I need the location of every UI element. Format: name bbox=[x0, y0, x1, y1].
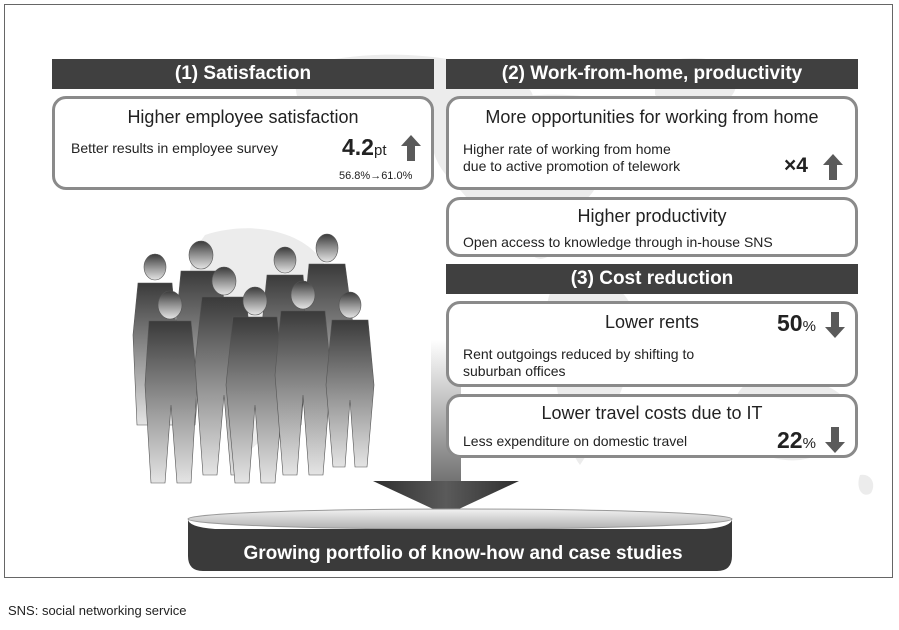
diagram-frame: (1) Satisfaction Higher employee satisfa… bbox=[4, 4, 893, 578]
cost-travel-value: 22% bbox=[777, 427, 816, 454]
cost-header: (3) Cost reduction bbox=[446, 264, 858, 294]
satisfaction-detail: 56.8%→61.0% bbox=[339, 170, 413, 182]
up-arrow-icon bbox=[401, 135, 421, 161]
satisfaction-card-text: Better results in employee survey bbox=[71, 140, 278, 156]
wfh-opportunities-text-2: due to active promotion of telework bbox=[463, 158, 681, 174]
wfh-productivity-title: Higher productivity bbox=[577, 206, 727, 226]
cost-rents-card: Lower rents 50% Rent outgoings reduced b… bbox=[446, 301, 858, 387]
wfh-opportunities-card: More opportunities for working from home… bbox=[446, 96, 858, 190]
down-funnel-arrow-icon bbox=[373, 481, 519, 515]
cost-travel-value-number: 22 bbox=[777, 427, 803, 453]
cost-rents-value-unit: % bbox=[802, 318, 816, 335]
satisfaction-card: Higher employee satisfaction Better resu… bbox=[52, 96, 434, 190]
footer-platform bbox=[188, 519, 732, 571]
wfh-opportunities-value: ×4 bbox=[784, 154, 808, 177]
footer-title-label: Growing portfolio of know-how and case s… bbox=[243, 543, 683, 564]
footer-title: Growing portfolio of know-how and case s… bbox=[193, 534, 733, 574]
cost-rents-value-number: 50 bbox=[777, 310, 803, 336]
wfh-productivity-text: Open access to knowledge through in-hous… bbox=[463, 234, 773, 250]
satisfaction-card-title: Higher employee satisfaction bbox=[127, 107, 359, 127]
cost-header-label: (3) Cost reduction bbox=[570, 268, 734, 289]
footnote: SNS: social networking service bbox=[8, 603, 187, 618]
cost-rents-title: Lower rents bbox=[604, 312, 700, 332]
wfh-header-label: (2) Work-from-home, productivity bbox=[501, 63, 803, 84]
down-arrow-icon bbox=[825, 427, 845, 453]
satisfaction-value: 4.2pt bbox=[342, 134, 387, 161]
satisfaction-header: (1) Satisfaction bbox=[52, 59, 434, 89]
up-arrow-icon bbox=[823, 154, 843, 180]
satisfaction-header-label: (1) Satisfaction bbox=[174, 63, 312, 84]
people-group-illustration bbox=[132, 233, 375, 484]
down-arrow-icon bbox=[825, 312, 845, 338]
cost-travel-card: Lower travel costs due to IT Less expend… bbox=[446, 394, 858, 458]
wfh-productivity-card: Higher productivity Open access to knowl… bbox=[446, 197, 858, 257]
cost-travel-title: Lower travel costs due to IT bbox=[541, 403, 763, 423]
satisfaction-value-number: 4.2 bbox=[342, 134, 374, 160]
cost-rents-value: 50% bbox=[777, 310, 816, 337]
cost-rents-text-2: suburban offices bbox=[463, 363, 566, 379]
cost-rents-text-1: Rent outgoings reduced by shifting to bbox=[463, 346, 695, 362]
wfh-header: (2) Work-from-home, productivity bbox=[446, 59, 858, 89]
wfh-opportunities-text-1: Higher rate of working from home bbox=[463, 141, 671, 157]
wfh-opportunities-title: More opportunities for working from home bbox=[485, 107, 819, 127]
cost-travel-text: Less expenditure on domestic travel bbox=[463, 433, 688, 449]
cost-travel-value-unit: % bbox=[802, 435, 816, 452]
satisfaction-value-unit: pt bbox=[373, 142, 387, 159]
